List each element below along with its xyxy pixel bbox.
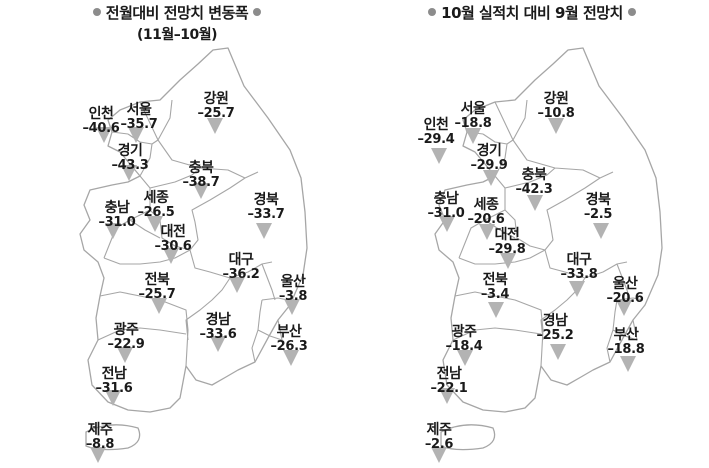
marker-경북 [256, 223, 272, 239]
marker-울산 [616, 300, 632, 316]
region-label-울산: 울산–3.8 [278, 274, 308, 304]
region-label-경남: 경남–25.2 [536, 313, 574, 343]
marker-대구 [569, 281, 585, 297]
marker-대구 [229, 277, 245, 293]
marker-제주 [431, 447, 447, 463]
marker-경남 [210, 336, 226, 352]
panel-subtitle: (11월–10월) [136, 27, 218, 43]
jeju-outline [440, 424, 496, 451]
region-label-충남: 충남–31.0 [427, 191, 465, 221]
region-label-경기: 경기–29.9 [470, 143, 508, 173]
marker-광주 [117, 347, 133, 363]
panel-title-text: 전월대비 전망치 변동폭 [105, 4, 249, 22]
region-label-경남: 경남–33.6 [199, 312, 237, 342]
korea-map [79, 47, 308, 463]
marker-충남 [105, 223, 121, 239]
marker-강원 [207, 118, 223, 134]
map-panel-oct-vs-sep: 10월 실적치 대비 9월 전망치 인천–29.4 서울–18.8 강원–10.… [355, 0, 709, 468]
region-label-전북: 전북–3.4 [480, 272, 510, 302]
mainland-outline [79, 47, 308, 413]
marker-전북 [488, 302, 504, 318]
region-label-충남: 충남–31.0 [98, 200, 136, 230]
bullet-dot-icon [253, 8, 262, 16]
marker-대전 [163, 248, 179, 264]
region-label-강원: 강원–25.7 [197, 91, 235, 121]
region-label-제주: 제주–2.6 [424, 422, 454, 452]
marker-인천 [431, 148, 447, 164]
region-label-울산: 울산–20.6 [606, 276, 644, 306]
region-label-서울: 서울–35.7 [120, 102, 158, 132]
panel-title: 10월 실적치 대비 9월 전망치 [355, 2, 709, 23]
region-label-대전: 대전–30.6 [154, 224, 192, 254]
marker-경남 [550, 344, 566, 360]
region-label-충북: 충북–42.3 [515, 167, 553, 197]
korea-map [431, 47, 663, 463]
marker-전남 [105, 390, 121, 406]
marker-충북 [193, 183, 209, 199]
marker-인천 [96, 127, 112, 143]
region-label-광주: 광주–22.9 [107, 322, 145, 352]
region-label-인천: 인천–29.4 [417, 117, 455, 147]
region-label-대구: 대구–36.2 [222, 252, 260, 282]
region-label-경북: 경북–33.7 [247, 192, 285, 222]
region-label-서울: 서울–18.8 [454, 101, 492, 131]
marker-충북 [527, 195, 543, 211]
marker-부산 [283, 350, 299, 366]
marker-전북 [151, 298, 167, 314]
map-panel-monthly-change: 전월대비 전망치 변동폭 (11월–10월) 인천–40.6 서울–35.7 강… [0, 0, 354, 468]
region-label-세종: 세종–20.6 [467, 197, 505, 227]
region-label-전북: 전북–25.7 [138, 272, 176, 302]
marker-세종 [479, 224, 495, 240]
marker-경북 [593, 223, 609, 239]
marker-울산 [284, 299, 300, 315]
marker-경기 [483, 170, 499, 186]
marker-경기 [121, 165, 137, 181]
region-label-제주: 제주–8.8 [85, 422, 115, 452]
marker-서울 [128, 127, 144, 143]
marker-제주 [90, 447, 106, 463]
marker-강원 [548, 118, 564, 134]
marker-전남 [439, 388, 455, 404]
panel-title: 전월대비 전망치 변동폭 [0, 2, 354, 23]
region-label-대구: 대구–33.8 [560, 252, 598, 282]
region-label-대전: 대전–29.8 [488, 227, 526, 257]
region-label-인천: 인천–40.6 [82, 106, 120, 136]
marker-세종 [147, 216, 163, 232]
region-label-부산: 부산–26.3 [270, 324, 308, 354]
bullet-dot-icon [627, 8, 636, 16]
region-label-세종: 세종–26.5 [137, 190, 175, 220]
region-label-강원: 강원–10.8 [537, 91, 575, 121]
region-label-전남: 전남–31.6 [95, 366, 133, 396]
marker-서울 [465, 128, 481, 144]
region-label-광주: 광주–18.4 [445, 324, 483, 354]
region-label-경북: 경북–2.5 [583, 192, 613, 222]
panel-title-text: 10월 실적치 대비 9월 전망치 [441, 4, 623, 22]
region-label-경기: 경기–43.3 [111, 143, 149, 173]
bullet-dot-icon [428, 8, 437, 16]
marker-충남 [439, 216, 455, 232]
marker-광주 [457, 350, 473, 366]
marker-대전 [500, 253, 516, 269]
bullet-dot-icon [92, 8, 101, 16]
marker-부산 [620, 356, 636, 372]
region-label-부산: 부산–18.8 [607, 327, 645, 357]
region-label-충북: 충북–38.7 [182, 160, 220, 190]
mainland-outline [434, 47, 663, 413]
region-label-전남: 전남–22.1 [430, 366, 468, 396]
